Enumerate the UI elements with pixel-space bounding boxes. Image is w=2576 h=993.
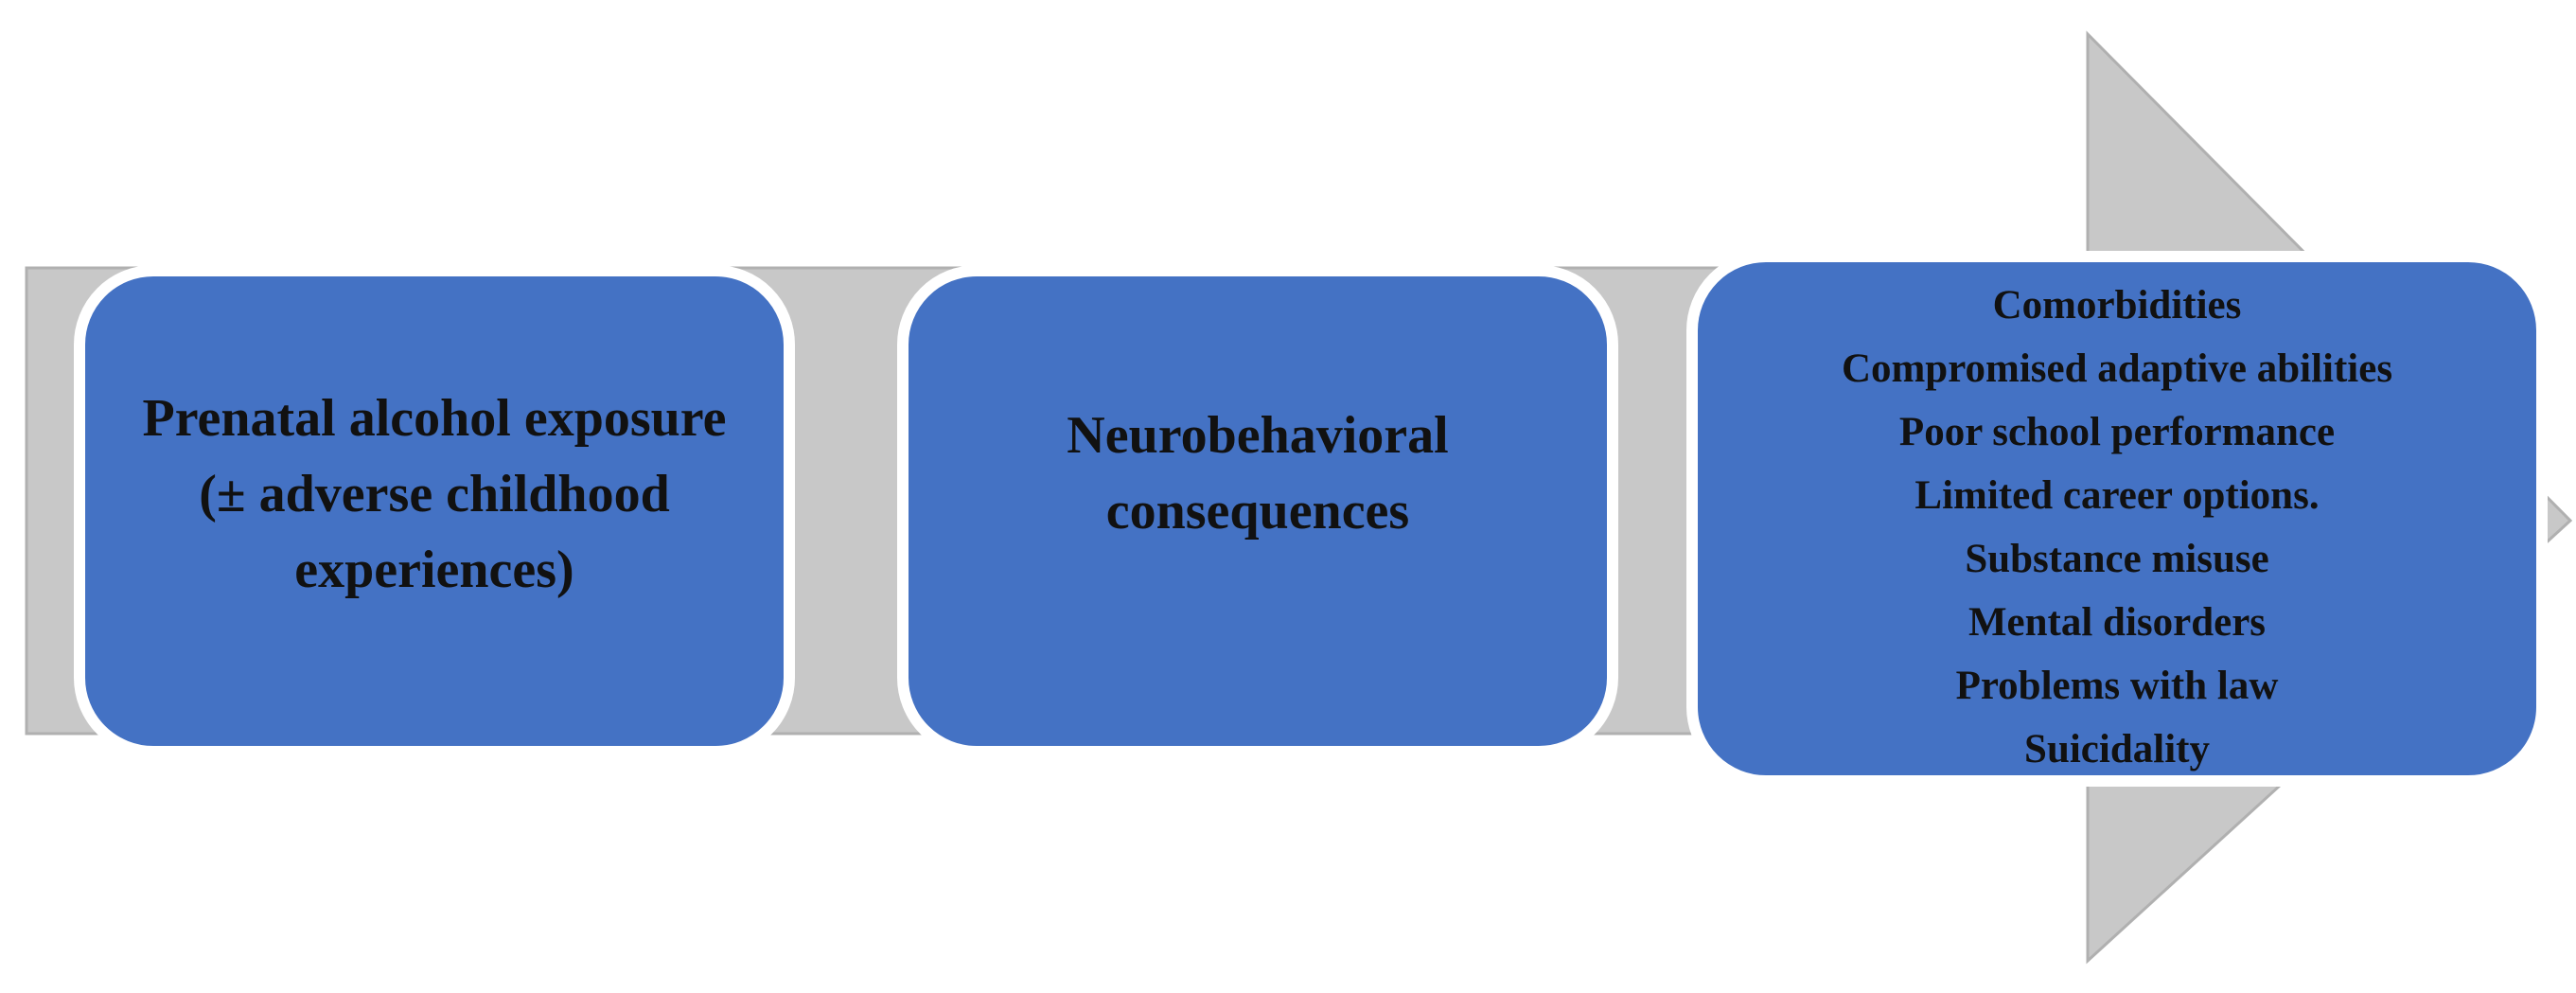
- stage-label-prenatal-exposure: Prenatal alcohol exposure (± adverse chi…: [142, 389, 727, 599]
- stage-box-neurobehavioral: Neurobehavioral consequences: [897, 265, 1618, 757]
- outcome-item: Poor school performance: [1898, 410, 2336, 454]
- outcome-item: Compromised adaptive abilities: [1841, 346, 2393, 391]
- outcome-item: Substance misuse: [1965, 537, 2269, 581]
- stage-label-neurobehavioral: Neurobehavioral consequences: [1067, 406, 1449, 541]
- outcome-item: Limited career options.: [1914, 473, 2320, 518]
- stage-box-prenatal-exposure: Prenatal alcohol exposure (± adverse chi…: [74, 265, 795, 757]
- outcome-item: Suicidality: [2024, 727, 2210, 771]
- outcome-item: Comorbidities: [1992, 283, 2242, 328]
- outcomes-box: Comorbidities Compromised adaptive abili…: [1686, 251, 2548, 787]
- outcome-item: Mental disorders: [1967, 600, 2267, 645]
- outcome-item: Problems with law: [1955, 664, 2279, 708]
